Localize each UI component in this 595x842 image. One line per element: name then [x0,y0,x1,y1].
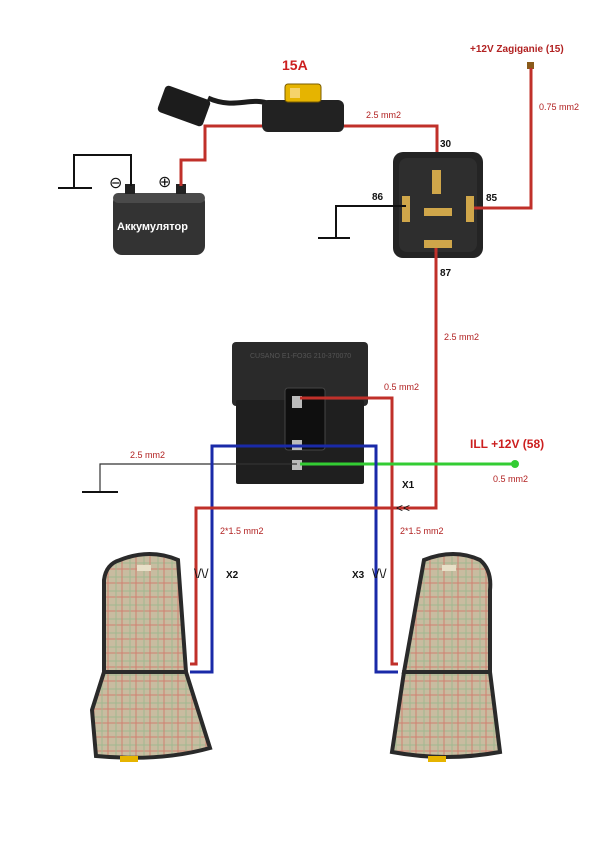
switch-body-top [232,342,368,406]
left-seat-cover [89,552,213,762]
fuse-body [262,100,344,132]
connector-x3-label: X3 [352,570,365,581]
battery-terminal-pos [176,184,186,194]
right-seat-cover [389,552,503,762]
relay-87-wire-label: 2.5 mm2 [444,332,479,342]
right-seat-cushion [389,670,503,759]
relay-pin-86-blade [402,196,410,222]
connector-x1-symbol: << [396,501,410,515]
ill-terminal [511,460,519,468]
left-seat-wire-label: 2*1.5 mm2 [220,526,264,536]
blue-wire-right [298,444,398,674]
relay-pin-30-label: 30 [440,139,452,150]
switch-ground-wire [99,463,297,492]
ill-label: ILL +12V (58) [470,437,544,451]
left-seat-back [102,552,189,674]
red-wire-right-seat [390,508,398,666]
fuse-to-relay-wire-label: 2.5 mm2 [366,110,401,120]
relay-pin-87-blade [424,240,452,248]
ground-wire-label: 2.5 mm2 [130,450,165,460]
battery-label: Аккумулятор [117,221,188,233]
fuse-cap [157,85,211,127]
battery-terminal-neg [125,184,135,194]
right-seat-back [401,552,493,674]
connector-x2-label: X2 [226,570,239,581]
ignition-wire [474,68,533,210]
battery-body [113,193,205,255]
relay-pin-87a-blade [424,208,452,216]
relay-87-output-wire [392,248,438,510]
right-seat-wire-label: 2*1.5 mm2 [400,526,444,536]
left-seat-cushion [89,670,213,760]
ignition-label: +12V Zagiganie (15) [470,44,564,55]
right-seat-clip [428,756,446,762]
ill-wire-label: 0.5 mm2 [493,474,528,484]
relay-pin-30-blade [432,170,441,194]
battery-ground-wire [73,154,132,188]
relay-pin-86-label: 86 [372,192,384,203]
red-wire-left-seat [190,506,392,666]
connector-x1-label: X1 [402,480,415,491]
relay-86-ground-wire [335,205,406,238]
ignition-terminal [527,62,534,69]
relay-pin-85-label: 85 [486,193,498,204]
fuse-rating: 15A [282,57,308,73]
switch-marking: CUSANO E1-FO3G 210-370070 [250,353,351,360]
blue-wire-left [190,444,298,674]
relay-pin-85-blade [466,196,474,222]
battery-positive-wire [179,124,262,186]
battery-neg-symbol: ⊖ [109,175,122,192]
battery-pos-symbol: ⊕ [158,174,171,191]
fuse-cable [206,95,271,107]
connector-x2-symbol: \/\/ [194,566,209,581]
left-seat-clip [120,756,138,762]
relay: 30 86 85 87 [372,139,498,279]
connector-x3-symbol: \/\/ [372,566,387,581]
relay-pin-87-label: 87 [440,268,452,279]
ignition-wire-label: 0.75 mm2 [539,102,579,112]
switch-red-wire-label: 0.5 mm2 [384,382,419,392]
battery: ⊖ ⊕ Аккумулятор [109,174,205,255]
fuse-holder: 15A [157,57,344,132]
switch-red-wire [300,396,394,508]
